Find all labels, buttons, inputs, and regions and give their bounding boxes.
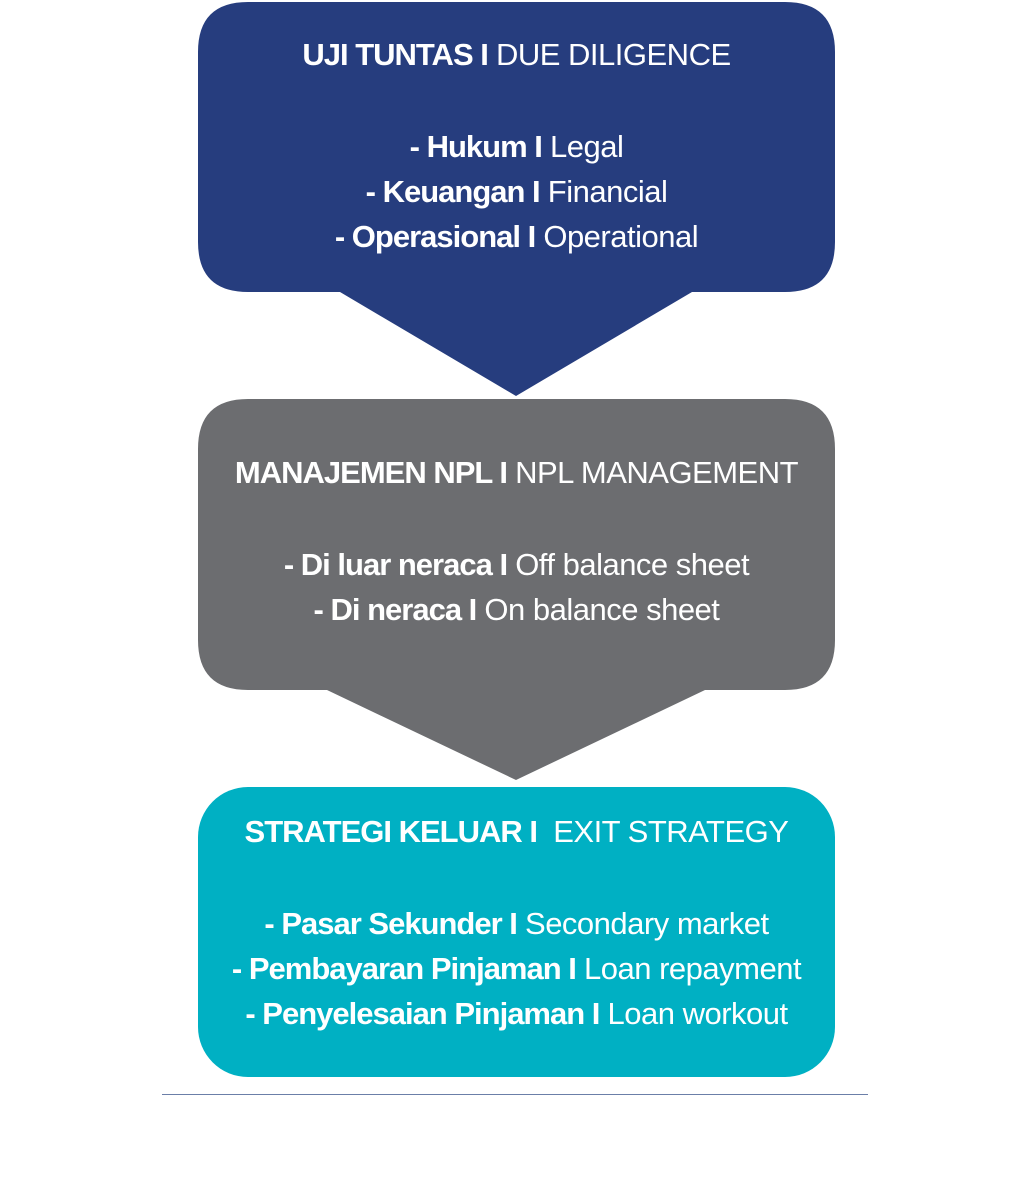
step-title-bold: UJI TUNTAS I (302, 37, 488, 72)
item-regular: Secondary market (516, 906, 769, 941)
step-items: - Hukum I Legal - Keuangan I Financial -… (334, 124, 699, 259)
bottom-divider (162, 1094, 868, 1095)
step-item-secondary-market: - Pasar Sekunder I Secondary market (264, 901, 769, 946)
item-bold: - Pembayaran Pinjaman I (231, 951, 577, 986)
step-item-on-balance: - Di neraca I On balance sheet (314, 587, 720, 632)
step-item-off-balance: - Di luar neraca I Off balance sheet (283, 542, 750, 587)
step-title-regular: DUE DILIGENCE (487, 37, 731, 72)
step-title-regular: NPL MANAGEMENT (507, 455, 799, 490)
step-title-bold: STRATEGI KELUAR I (244, 814, 538, 849)
item-regular: Loan repayment (575, 951, 802, 986)
step-item-loan-workout: - Penyelesaian Pinjaman I Loan workout (245, 991, 789, 1036)
step-due-diligence: UJI TUNTAS I DUE DILIGENCE - Hukum I Leg… (198, 36, 835, 259)
step-items: - Pasar Sekunder I Secondary market - Pe… (231, 901, 802, 1036)
exit-strategy-shape (198, 787, 835, 1077)
due-diligence-shape (198, 2, 835, 396)
step-title-regular: EXIT STRATEGY (536, 814, 789, 849)
item-bold: - Penyelesaian Pinjaman I (245, 996, 600, 1031)
step-item-legal: - Hukum I Legal (410, 124, 624, 169)
step-exit-strategy: STRATEGI KELUAR I EXIT STRATEGY - Pasar … (198, 813, 835, 1036)
item-regular: Financial (539, 174, 668, 209)
item-bold: - Di neraca I (313, 592, 478, 627)
step-title: UJI TUNTAS I DUE DILIGENCE (302, 36, 731, 74)
item-regular: Operational (535, 219, 699, 254)
step-npl-management: MANAJEMEN NPL I NPL MANAGEMENT - Di luar… (198, 454, 835, 632)
item-regular: Off balance sheet (507, 547, 750, 582)
npl-management-shape (198, 399, 835, 780)
item-regular: Loan workout (599, 996, 789, 1031)
item-bold: - Keuangan I (365, 174, 541, 209)
item-bold: - Pasar Sekunder I (264, 906, 518, 941)
item-bold: - Hukum I (409, 129, 543, 164)
item-bold: - Di luar neraca I (283, 547, 508, 582)
step-item-loan-repayment: - Pembayaran Pinjaman I Loan repayment (231, 946, 802, 991)
item-regular: On balance sheet (476, 592, 720, 627)
step-title: STRATEGI KELUAR I EXIT STRATEGY (245, 813, 789, 851)
step-item-financial: - Keuangan I Financial (366, 169, 668, 214)
step-title-bold: MANAJEMEN NPL I (234, 455, 508, 490)
step-items: - Di luar neraca I Off balance sheet - D… (283, 542, 750, 632)
item-regular: Legal (541, 129, 624, 164)
step-title: MANAJEMEN NPL I NPL MANAGEMENT (234, 454, 799, 492)
item-bold: - Operasional I (334, 219, 536, 254)
step-item-operational: - Operasional I Operational (334, 214, 699, 259)
